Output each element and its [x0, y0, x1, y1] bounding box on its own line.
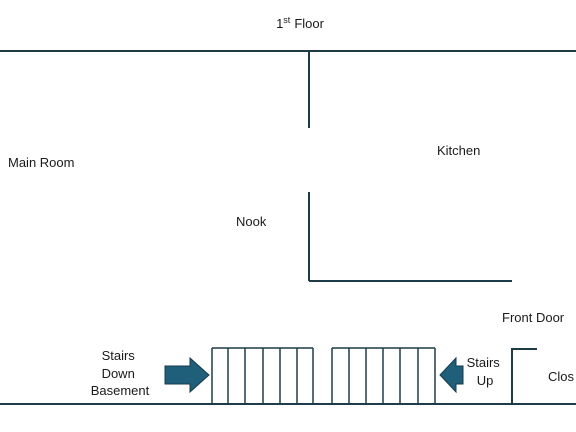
- stairs-down-steps: [211, 347, 314, 404]
- stairs-down-label: Stairs Down Basement: [91, 348, 150, 398]
- stairs-up-label: Stairs Up: [467, 355, 504, 388]
- floor-title-superscript: st: [283, 15, 291, 25]
- room-label-nook: Nook: [236, 214, 267, 229]
- closet-wall: [511, 348, 537, 404]
- stairs-up-steps: [331, 347, 436, 404]
- room-label-closet: Clos: [548, 369, 575, 384]
- room-label-front-door: Front Door: [502, 310, 565, 325]
- room-label-main-room: Main Room: [8, 155, 74, 170]
- floor-title-suffix: Floor: [294, 16, 324, 31]
- arrow-right-icon: [164, 356, 210, 394]
- arrow-left-icon: [439, 356, 464, 394]
- floor-title-number: 1: [276, 16, 283, 31]
- room-label-kitchen: Kitchen: [437, 143, 480, 158]
